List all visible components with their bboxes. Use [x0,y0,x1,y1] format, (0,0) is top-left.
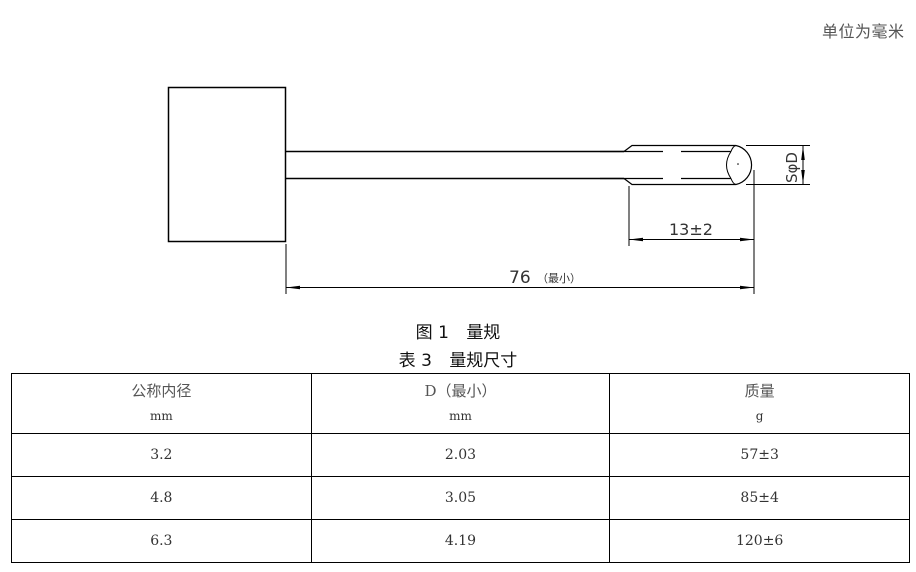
table-row: 4.8 3.05 85±4 [11,476,910,520]
header-label: 质量 [744,382,775,400]
figure-number: 图 1 [415,323,449,343]
table-header-row: 公称内径 mm D（最小） mm 质量 g [11,373,910,434]
tip-length-label: 13±2 [669,220,713,239]
cell-d-min: 3.05 [310,476,611,520]
figure-title: 量规 [466,323,501,343]
cell-d-min: 4.19 [310,519,611,563]
header-unit: mm [449,409,472,423]
figure-caption: 图 1 量规 [0,318,916,343]
header-unit: g [755,409,764,423]
total-length-label: 76 [509,268,531,288]
gauge-tip [600,144,753,186]
cell-nominal-diameter: 4.8 [11,476,312,520]
diameter-dimension [746,145,810,185]
header-mass: 质量 g [609,373,910,434]
cell-mass: 85±4 [609,476,910,520]
gauge-dimensions-table: 公称内径 mm D（最小） mm 质量 g 3.2 2.03 57±3 4.8 … [11,373,910,563]
gauge-shaft [286,150,624,180]
gauge-drawing: SφD 13±2 76 （最小） [167,86,810,294]
unit-note: 单位为毫米 [822,22,905,41]
header-d-min: D（最小） mm [310,373,611,434]
header-unit: mm [149,409,173,423]
total-length-note: （最小） [537,272,581,285]
header-label: D（最小） [424,382,497,400]
cell-mass: 120±6 [609,519,910,563]
table-row: 6.3 4.19 120±6 [11,519,910,563]
diameter-label: SφD [783,152,801,183]
table-number: 表 3 [398,351,432,371]
cell-nominal-diameter: 3.2 [11,433,312,477]
gauge-handle [167,86,287,243]
cell-d-min: 2.03 [310,433,611,477]
cell-nominal-diameter: 6.3 [11,519,312,563]
header-nominal-diameter: 公称内径 mm [11,373,312,434]
table-row: 3.2 2.03 57±3 [11,433,910,477]
header-label: 公称内径 [131,382,192,400]
table-title: 量规尺寸 [449,351,518,371]
table-caption: 表 3 量规尺寸 [0,346,916,371]
cell-mass: 57±3 [609,433,910,477]
